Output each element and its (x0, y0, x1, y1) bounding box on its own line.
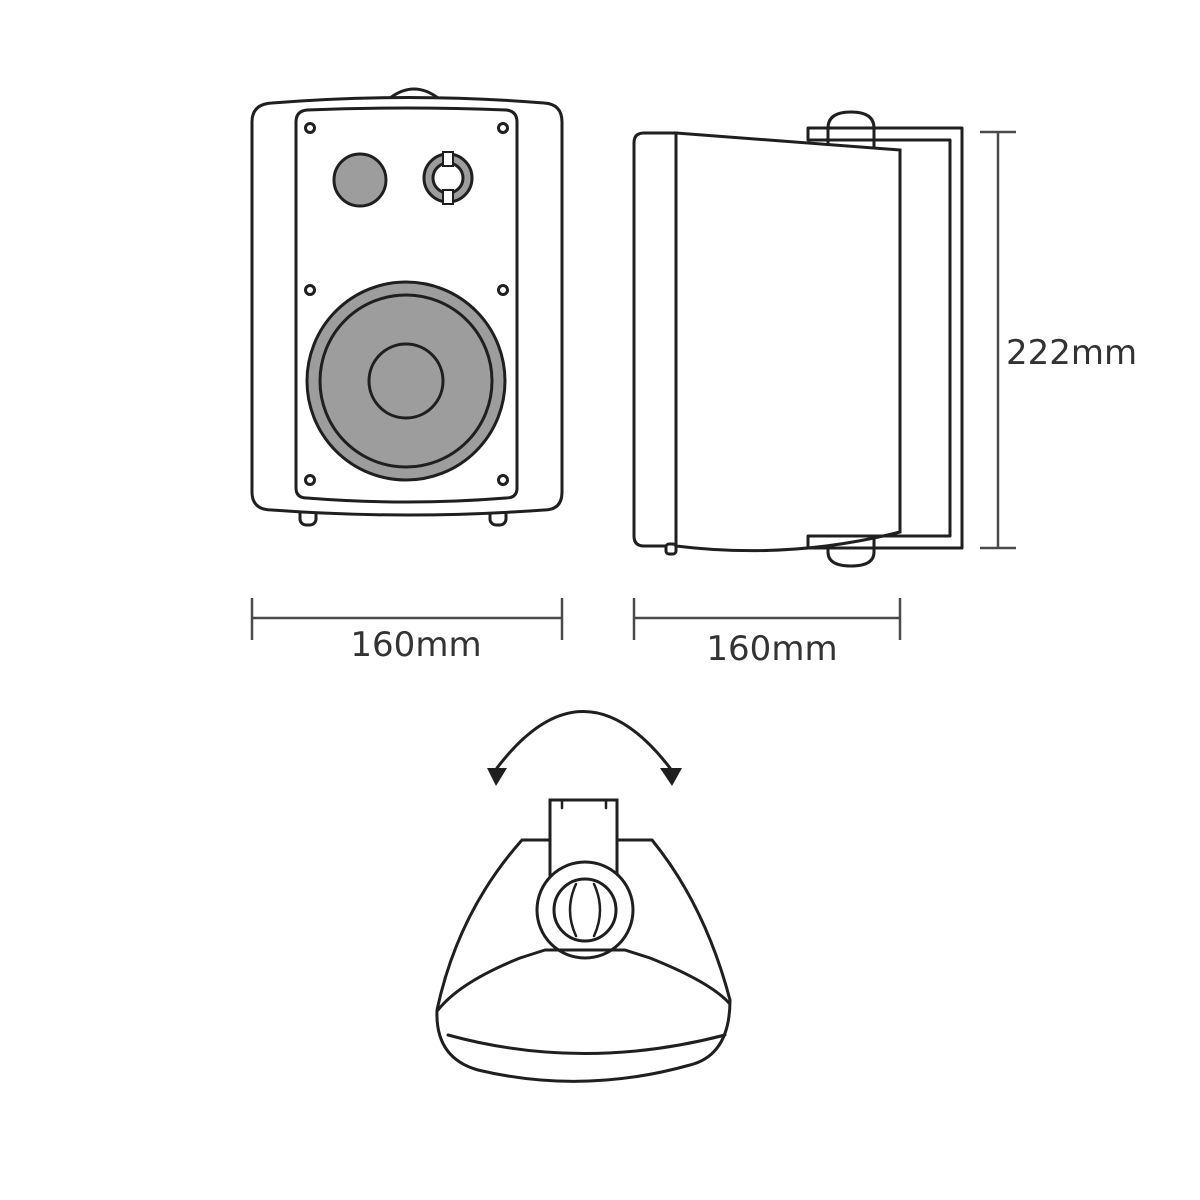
screw-icon (304, 284, 316, 296)
arrow-right-icon (660, 768, 682, 786)
front-view (250, 87, 564, 527)
mount-ball (552, 877, 618, 943)
top-view-body (435, 838, 732, 1083)
screw-icon (497, 284, 509, 296)
dimension-side-depth: 160mm (632, 598, 902, 669)
side-cabinet (674, 131, 902, 553)
woofer (305, 280, 507, 482)
top-view-front-edge (446, 1033, 727, 1055)
dimension-height: 222mm (980, 130, 1137, 550)
top-view (435, 798, 732, 1083)
height-label: 222mm (1006, 333, 1137, 373)
side-view (632, 110, 964, 568)
screw-icon (497, 122, 509, 134)
screw-icon (304, 474, 316, 486)
bass-port (422, 151, 474, 205)
side-depth-label: 160mm (706, 629, 837, 669)
side-foot (664, 542, 678, 556)
front-width-label: 160mm (350, 625, 481, 665)
screw-icon (304, 122, 316, 134)
wall-bracket (806, 126, 964, 550)
tweeter (332, 152, 388, 208)
arrow-left-icon (487, 768, 507, 786)
rotation-arrow (487, 710, 682, 786)
dimension-front-width: 160mm (250, 598, 564, 665)
top-view-front-band (436, 948, 731, 1012)
side-bezel (632, 131, 678, 548)
screw-icon (497, 474, 509, 486)
